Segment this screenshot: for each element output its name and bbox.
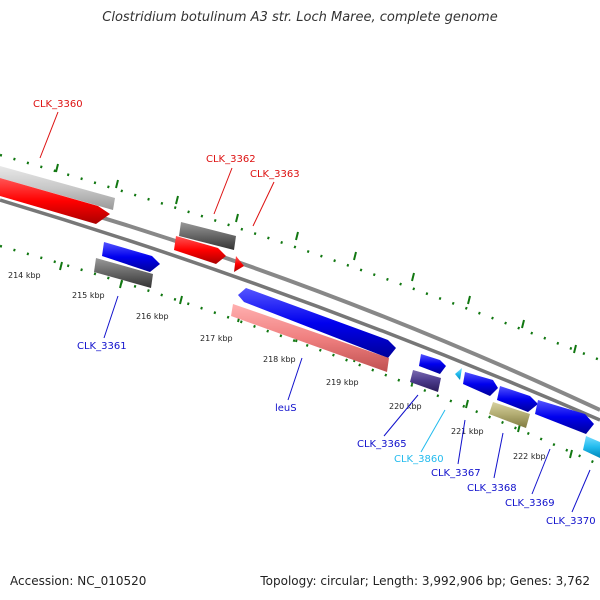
connector-clk3369 (531, 448, 551, 495)
gene-label-clk3365[interactable]: CLK_3365 (357, 439, 407, 450)
tick-label: 217 kbp (200, 334, 233, 343)
connector-clk3367 (457, 419, 466, 465)
gene-feature-leus-blue[interactable] (238, 288, 396, 358)
tick-label: 219 kbp (326, 378, 359, 387)
upper-major-ticks (55, 163, 577, 354)
accession-text: Accession: NC_010520 (10, 574, 147, 588)
gene-feature-clk3365-blue[interactable] (419, 354, 446, 374)
gene-feature-leus[interactable] (231, 304, 389, 372)
genome-backbone-inner (0, 198, 600, 422)
connector-clk3860 (420, 409, 446, 453)
gene-label-clk3363[interactable]: CLK_3363 (250, 169, 300, 180)
gene-label-clk3367[interactable]: CLK_3367 (431, 468, 481, 479)
gene-label-clk3360[interactable]: CLK_3360 (33, 99, 83, 110)
gene-label-clk3369[interactable]: CLK_3369 (505, 498, 555, 509)
connector-clk3362 (213, 167, 233, 215)
tick-label: 216 kbp (136, 312, 169, 321)
gene-feature-clk3368-blue[interactable] (497, 386, 538, 412)
tick-label: 221 kbp (451, 427, 484, 436)
label-connectors (39, 111, 591, 513)
tick-label: 222 kbp (513, 452, 546, 461)
gene-label-clk3362[interactable]: CLK_3362 (206, 154, 256, 165)
tick-labels: 214 kbp 215 kbp 216 kbp 217 kbp 218 kbp … (8, 271, 546, 461)
topology-text: Topology: circular; Length: 3,992,906 bp… (260, 574, 590, 588)
gene-label-clk3370[interactable]: CLK_3370 (546, 516, 596, 527)
gene-label-clk3368[interactable]: CLK_3368 (467, 483, 517, 494)
gene-feature-clk3363[interactable] (234, 256, 244, 272)
gene-feature-clk3367[interactable] (463, 372, 498, 396)
gene-feature-clk3368[interactable] (489, 402, 530, 428)
gene-label-clk3860[interactable]: CLK_3860 (394, 454, 444, 465)
connector-leus (287, 357, 303, 401)
gene-labels: CLK_3360 CLK_3362 CLK_3363 CLK_3361 leuS… (33, 99, 596, 527)
tick-label: 218 kbp (263, 355, 296, 364)
gene-feature-clk3370[interactable] (583, 436, 600, 458)
gene-feature-clk3362-gray[interactable] (179, 222, 236, 250)
gene-feature-clk3860[interactable] (455, 368, 462, 380)
gene-feature-clk3365[interactable] (410, 370, 441, 392)
gene-feature-clk3361[interactable] (94, 258, 153, 288)
tick-label: 220 kbp (389, 402, 422, 411)
gene-feature-clk3361-blue[interactable] (102, 242, 160, 272)
gene-label-clk3361[interactable]: CLK_3361 (77, 341, 127, 352)
connector-clk3365 (383, 394, 419, 437)
connector-clk3361 (103, 295, 119, 339)
page-title: Clostridium botulinum A3 str. Loch Maree… (102, 10, 498, 25)
gene-feature-clk3360[interactable] (0, 178, 110, 224)
tick-label: 214 kbp (8, 271, 41, 280)
gene-feature-clk3360-gray[interactable] (0, 166, 115, 210)
connector-clk3368 (493, 432, 504, 479)
gene-feature-clk3362[interactable] (174, 236, 226, 264)
tick-label: 215 kbp (72, 291, 105, 300)
connector-clk3360 (39, 111, 59, 159)
connector-clk3370 (571, 469, 591, 513)
gene-feature-clk3369[interactable] (535, 400, 594, 434)
connector-clk3363 (252, 181, 275, 227)
lower-tick-track (0, 244, 600, 467)
gene-label-leus[interactable]: leuS (275, 403, 297, 414)
